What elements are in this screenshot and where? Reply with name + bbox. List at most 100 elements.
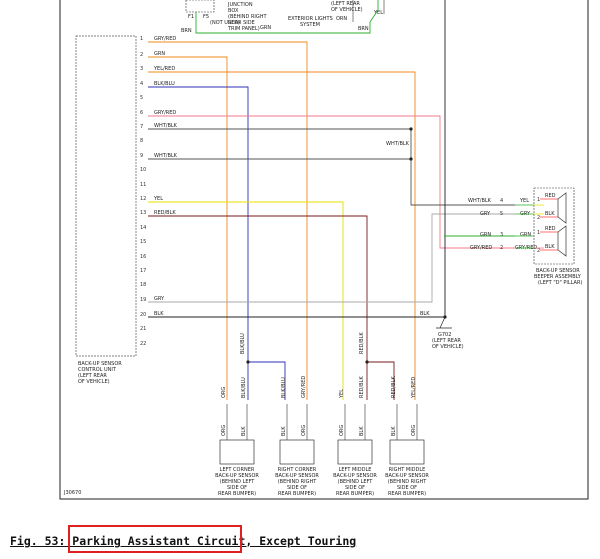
grn-top-label: GRN [260, 25, 271, 31]
fuse-f5-label: F5 [203, 14, 209, 20]
control-unit: BACK-UP SENSOR CONTROL UNIT (LEFT REAR O… [75, 35, 137, 385]
g702-line-3: OF VEHICLE) [432, 344, 464, 350]
control-unit-line-1: BACK-UP SENSOR [78, 361, 122, 367]
pin2-wire-label: GRN [154, 51, 165, 57]
pin-22: 22 [140, 341, 146, 347]
figure-caption: Fig. 53: Parking Assistant Circuit, Exce… [10, 534, 357, 548]
sensor-label-line: REAR BUMPER) [278, 491, 316, 497]
sensor-wire-label: RED/BLK [359, 376, 365, 398]
wires [148, 0, 515, 400]
wire-labels: GRY/RED GRN YEL/RED BLK/BLU GRY/RED WHT/… [153, 36, 178, 317]
sensor-label-line: RIGHT CORNER [278, 467, 317, 473]
wire-blk-blu-bus [248, 361, 286, 400]
pin1-wire-label: GRY/RED [154, 36, 176, 42]
beeper-inner-pin-2: 2 [537, 215, 540, 221]
splice-dots [246, 127, 447, 364]
sensor-label-line: (BEHIND LEFT [338, 479, 374, 485]
pin-20: 20 [140, 312, 146, 318]
sensor-lead-label: BLK [391, 426, 397, 436]
beeper-wire-left-3: GRN [480, 232, 491, 238]
pin-10: 10 [140, 167, 146, 173]
pin-3: 3 [140, 66, 143, 72]
wire-red-blk-bus [367, 361, 395, 400]
pin4-wire-label: BLK/BLU [154, 81, 175, 87]
beeper-inner-wire-4: BLK [545, 244, 555, 250]
yel-top-label: YEL [373, 10, 383, 16]
pin9-wire-label: WHT/BLK [154, 153, 178, 159]
junction-box-line-1: JUNCTION [227, 2, 253, 8]
sensor-wire-label: RED/BLK [391, 376, 397, 398]
left-rear-line-2: OF VEHICLE) [331, 7, 363, 13]
sensor-body [389, 439, 425, 465]
beeper-speaker-icon [557, 192, 567, 224]
g702-line-2: (LEFT REAR [432, 338, 461, 344]
pin-12: 12 [140, 196, 146, 202]
beeper-inner-wire-3: RED [545, 226, 556, 232]
fuse-f1-label: F1 [188, 14, 194, 20]
wire-pin6-gry-red [148, 115, 515, 249]
sensor-label-line: BACK-UP SENSOR [275, 473, 319, 479]
sensor-label-line: (BEHIND RIGHT [278, 479, 318, 485]
pin6-wire-label: GRY/RED [154, 110, 176, 116]
sensor-label-line: (BEHIND LEFT [220, 479, 256, 485]
sensor-label-line: LEFT CORNER [220, 467, 255, 473]
sensor-label-line: BACK-UP SENSOR [333, 473, 377, 479]
sensor-wire-label: ORG [221, 387, 227, 398]
beeper-wire-left-4: GRY/RED [470, 245, 492, 251]
sensor-label-line: REAR BUMPER) [218, 491, 256, 497]
pin13-wire-label: RED/BLK [154, 210, 176, 216]
junction-box-line-2: BOX [228, 8, 239, 14]
exterior-lights-line-1: EXTERIOR LIGHTS [288, 16, 333, 22]
junction-box-area: F1 F5 (NOT USED) JUNCTION BOX (BEHIND RI… [181, 0, 385, 34]
beeper-label-line-3: (LEFT "D" PILLAR) [538, 280, 582, 286]
sensor-lead-label: BLK [359, 426, 365, 436]
pin-17: 17 [140, 268, 146, 274]
wire-pin1-gry-red [148, 41, 308, 400]
sensor-wire-label: GRY/RED [301, 376, 307, 398]
beeper-pin-left-3: 3 [500, 232, 503, 238]
sensor-lead-label: BLK [281, 426, 287, 436]
g702-label: G702 [438, 332, 451, 338]
beeper-assembly: WHT/BLK GRY GRN GRY/RED 4 5 3 2 YEL GRY … [468, 187, 582, 286]
wire-pin3-yel-red [148, 71, 416, 400]
beeper-wire-left-2: GRY [480, 211, 491, 217]
splice-blk-blu [246, 360, 250, 364]
beeper-label-line-2: BEEPER ASSEMBLY [534, 274, 582, 280]
pin-4: 4 [140, 81, 143, 87]
ground-blk-label: BLK [420, 311, 430, 317]
wire-pin7-wht-blk [148, 128, 515, 206]
red-blk-vertical-label: RED/BLK [359, 332, 365, 354]
pin-5: 5 [140, 95, 143, 101]
sensor-lead-label: ORG [339, 425, 345, 436]
splice-wht-blk-2 [409, 157, 413, 161]
sensor-wire-label: BLK/BLU [241, 377, 247, 398]
sensor-body [337, 439, 373, 465]
pin-16: 16 [140, 254, 146, 260]
sensor-label-line: SIDE OF [227, 485, 247, 491]
wire-pin13-red-blk [148, 215, 368, 400]
pin-18: 18 [140, 282, 146, 288]
sensor-label-line: REAR BUMPER) [336, 491, 374, 497]
beeper-label-line-1: BACK-UP SENSOR [536, 268, 580, 274]
orn-top-label: ORN [336, 16, 347, 22]
not-used-label: (NOT USED) [210, 20, 240, 26]
pin-13: 13 [140, 210, 146, 216]
beeper-wire-right-3: GRN [520, 232, 531, 238]
pin7-wire-label: WHT/BLK [154, 123, 178, 129]
sensor-label-line: SIDE OF [397, 485, 417, 491]
splice-red-blk [365, 360, 369, 364]
sensor-label-line: BACK-UP SENSOR [215, 473, 259, 479]
pin-1: 1 [140, 36, 143, 42]
wire-pin20-blk [148, 0, 446, 318]
sensor-label-line: BACK-UP SENSOR [385, 473, 429, 479]
sensor-body [219, 439, 255, 465]
beeper-inner-pin-1: 1 [537, 197, 540, 203]
beeper-pin-left-1: 4 [500, 198, 503, 204]
beeper-speaker-icon [557, 225, 567, 257]
sensor-label-line: REAR BUMPER) [388, 491, 426, 497]
pin12-wire-label: YEL [153, 196, 163, 202]
sensor-body [279, 439, 315, 465]
